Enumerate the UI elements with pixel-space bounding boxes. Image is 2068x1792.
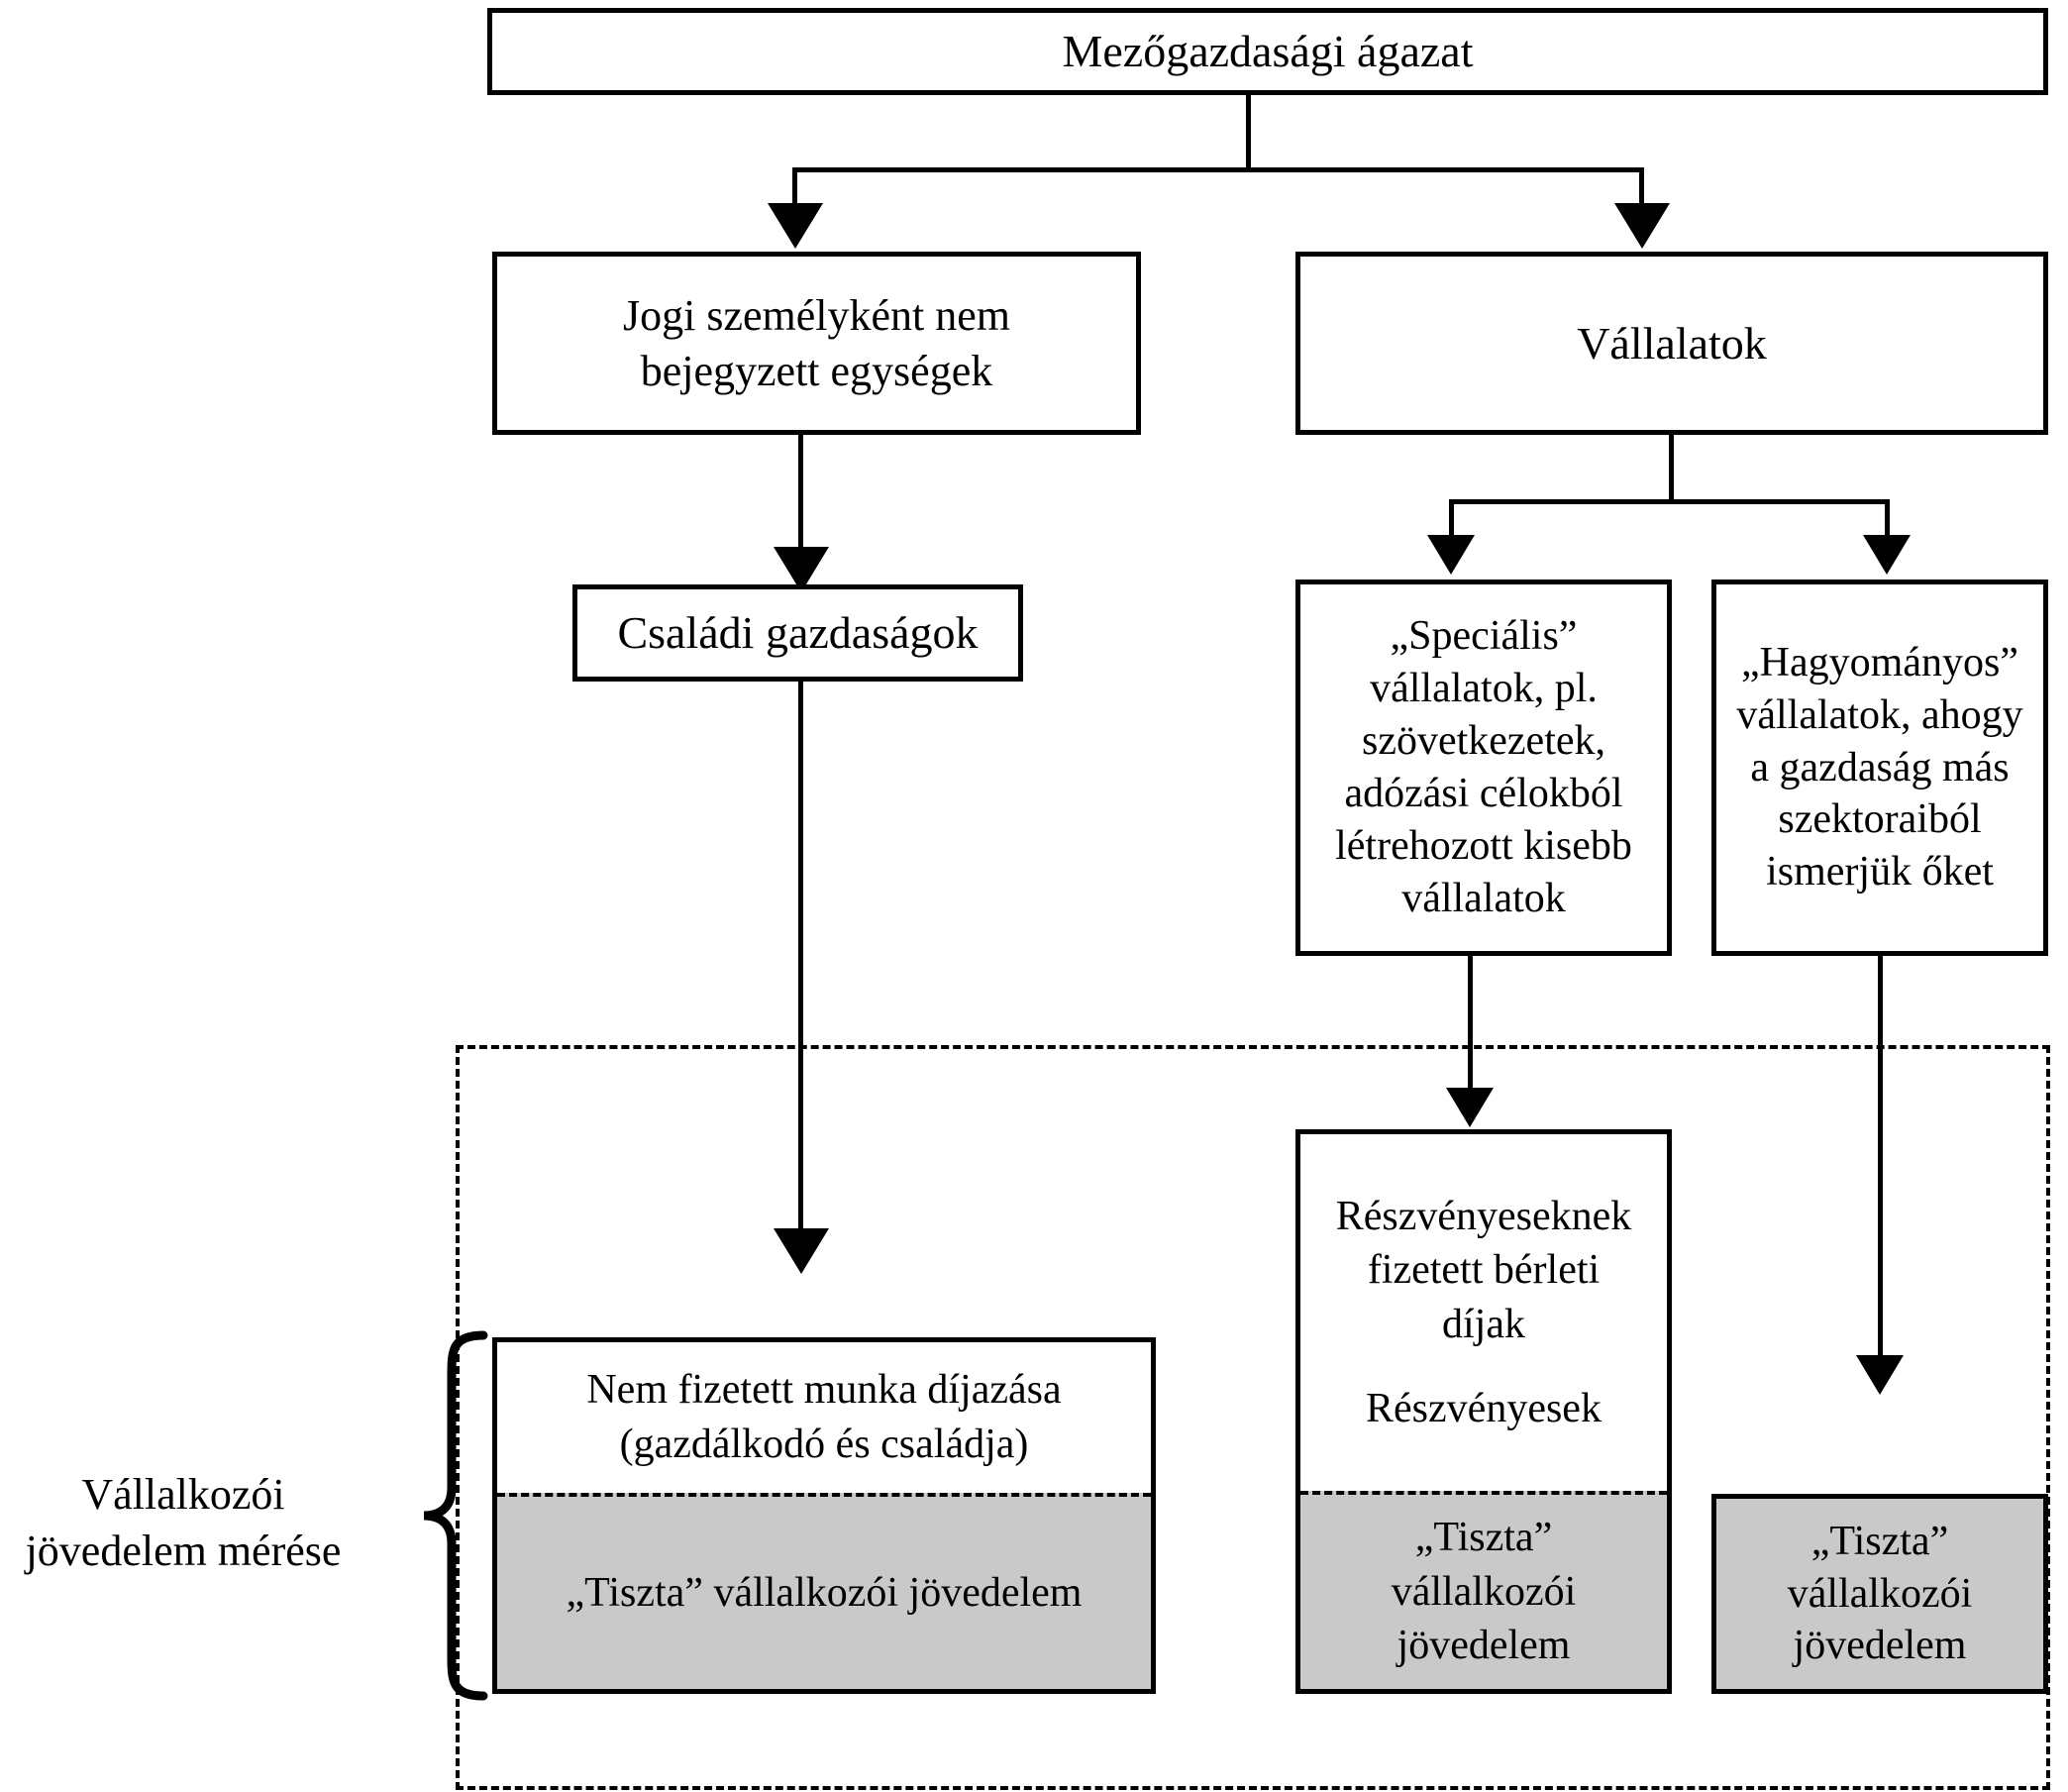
arrowhead-to-non-legal-entities xyxy=(768,203,823,249)
node-non-legal-entities[interactable]: Jogi személyként nem bejegyzett egységek xyxy=(492,252,1141,435)
line: bejegyzett egységek xyxy=(640,346,993,395)
line: fizetett bérleti xyxy=(1367,1247,1601,1294)
node-special-companies[interactable]: „Speciális” vállalatok, pl. szövetkezete… xyxy=(1295,580,1672,956)
connector-root-split xyxy=(792,167,1644,172)
node-pure-income-family-label: „Tiszta” vállalkozói jövedelem xyxy=(566,1569,1083,1616)
arrowhead-to-shareholder-rents xyxy=(1446,1088,1494,1127)
node-companies[interactable]: Vállalatok xyxy=(1295,252,2048,435)
line: adózási célokból xyxy=(1344,771,1623,816)
node-traditional-companies-label: „Hagyományos” vállalatok, ahogy a gazdas… xyxy=(1716,637,2043,899)
connector-right-drop xyxy=(1639,167,1644,217)
connector-left-drop xyxy=(792,167,797,217)
node-companies-label: Vállalatok xyxy=(1577,317,1767,369)
node-shareholders-split[interactable]: Részvényeseknek fizetett bérleti díjak R… xyxy=(1295,1129,1672,1694)
connector-family-to-unpaid-work xyxy=(798,682,803,1246)
line: vállalatok, ahogy xyxy=(1736,691,2023,738)
line: „Hagyományos” xyxy=(1741,639,2018,685)
line: ismerjük őket xyxy=(1766,849,1994,896)
line: Jogi személyként nem xyxy=(622,291,1010,341)
line: Vállalkozói xyxy=(81,1470,285,1519)
connector-companies-split xyxy=(1449,499,1889,504)
line: „Tiszta” xyxy=(1810,1518,1949,1564)
side-label-income-measurement: Vállalkozói jövedelem mérése xyxy=(10,1466,357,1579)
node-pure-income-special-label: „Tiszta” vállalkozói jövedelem xyxy=(1300,1511,1667,1673)
node-unpaid-work: Nem fizetett munka díjazása (gazdálkodó … xyxy=(497,1342,1151,1493)
node-shareholder-rents: Részvényeseknek fizetett bérleti díjak R… xyxy=(1300,1134,1667,1491)
line: „Speciális” xyxy=(1390,613,1578,660)
line: díjak xyxy=(1442,1302,1525,1347)
connector-special-to-shareholder-rents xyxy=(1468,956,1473,1114)
connector-traditional-to-pure-income xyxy=(1878,956,1883,1382)
line: Nem fizetett munka díjazása xyxy=(586,1367,1062,1414)
node-family-farms[interactable]: Családi gazdaságok xyxy=(572,584,1023,682)
node-family-income-split[interactable]: Nem fizetett munka díjazása (gazdálkodó … xyxy=(492,1337,1156,1694)
arrowhead-to-special-companies xyxy=(1427,535,1475,575)
node-agricultural-sector[interactable]: Mezőgazdasági ágazat xyxy=(487,8,2048,95)
line: jövedelem xyxy=(1396,1623,1571,1669)
line: (gazdálkodó és családja) xyxy=(619,1422,1029,1467)
node-special-companies-label: „Speciális” vállalatok, pl. szövetkezete… xyxy=(1300,610,1667,924)
line: Részvényesek xyxy=(1366,1385,1602,1431)
line: vállalatok, pl. xyxy=(1370,666,1598,712)
line: „Tiszta” xyxy=(1414,1515,1553,1561)
arrowhead-to-unpaid-work xyxy=(774,1228,829,1274)
connector-non-legal-to-family xyxy=(798,435,803,564)
line: vállalkozói xyxy=(1391,1568,1577,1615)
connector-special-drop xyxy=(1449,499,1454,549)
connector-traditional-drop xyxy=(1885,499,1890,549)
connector-root-stem xyxy=(1246,95,1251,172)
line: szektoraiból xyxy=(1778,796,1982,843)
node-traditional-companies[interactable]: „Hagyományos” vállalatok, ahogy a gazdas… xyxy=(1711,580,2048,956)
curly-brace-icon xyxy=(423,1330,488,1701)
line: jövedelem xyxy=(1793,1623,1967,1669)
line: jövedelem mérése xyxy=(25,1527,342,1576)
connector-companies-stem xyxy=(1669,435,1674,504)
arrowhead-to-pure-income-right xyxy=(1856,1355,1904,1395)
arrowhead-to-companies xyxy=(1614,203,1670,249)
line: létrehozott kisebb xyxy=(1335,822,1632,869)
line: a gazdaság más xyxy=(1750,744,2010,791)
node-pure-income-special: „Tiszta” vállalkozói jövedelem xyxy=(1300,1491,1667,1689)
node-agricultural-sector-label: Mezőgazdasági ágazat xyxy=(1062,26,1474,77)
node-family-farms-label: Családi gazdaságok xyxy=(617,607,979,659)
line: vállalkozói xyxy=(1787,1570,1973,1617)
node-non-legal-entities-label: Jogi személyként nem bejegyzett egységek xyxy=(497,288,1136,398)
arrowhead-to-traditional-companies xyxy=(1863,535,1911,575)
node-pure-income-traditional-label: „Tiszta” vállalkozói jövedelem xyxy=(1716,1516,2043,1673)
node-pure-income-traditional[interactable]: „Tiszta” vállalkozói jövedelem xyxy=(1711,1494,2048,1694)
line: Részvényeseknek xyxy=(1335,1193,1632,1239)
line: vállalatok xyxy=(1401,875,1566,921)
node-pure-income-family: „Tiszta” vállalkozói jövedelem xyxy=(497,1493,1151,1689)
line: szövetkezetek, xyxy=(1361,718,1606,765)
